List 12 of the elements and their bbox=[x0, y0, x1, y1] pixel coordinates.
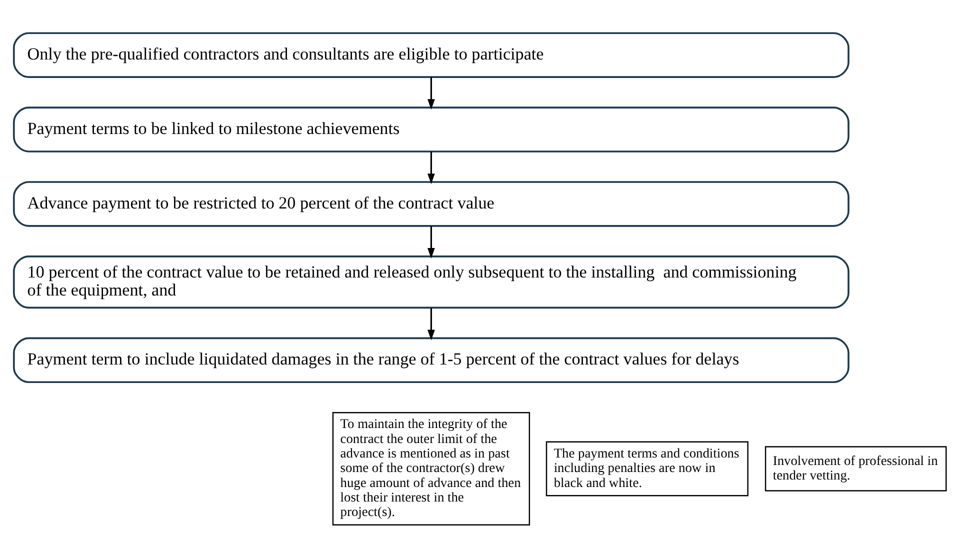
arrow bbox=[427, 152, 434, 184]
arrow bbox=[427, 77, 434, 110]
node-box: Only the pre-qualified contractors and consultants are eligible to participate bbox=[12, 32, 849, 78]
node-box: Payment term to include liquidated damages in the range of 1-5 percent of the contract values for delays bbox=[12, 337, 849, 384]
node-box: Advance payment to be restricted to 20 percent of the contract value bbox=[12, 181, 849, 227]
arrow bbox=[427, 226, 434, 259]
node-box: Payment terms to be linked to milestone achievements bbox=[12, 106, 849, 152]
node-box: To maintain the integrity of the contract the outer limit of the advance is mentioned as in past some of the contractor(s) drew huge amount of advance and then lost their interest in the project(s). bbox=[332, 412, 530, 526]
node-box: Involvement of professional in tender vetting. bbox=[764, 446, 946, 492]
node-box: The payment terms and conditions including penalties are now in black and white. bbox=[545, 441, 748, 496]
arrow bbox=[427, 308, 434, 340]
node-box: 10 percent of the contract value to be retained and released only subsequent to the installing and commissioning of the equipment, and bbox=[12, 256, 849, 309]
